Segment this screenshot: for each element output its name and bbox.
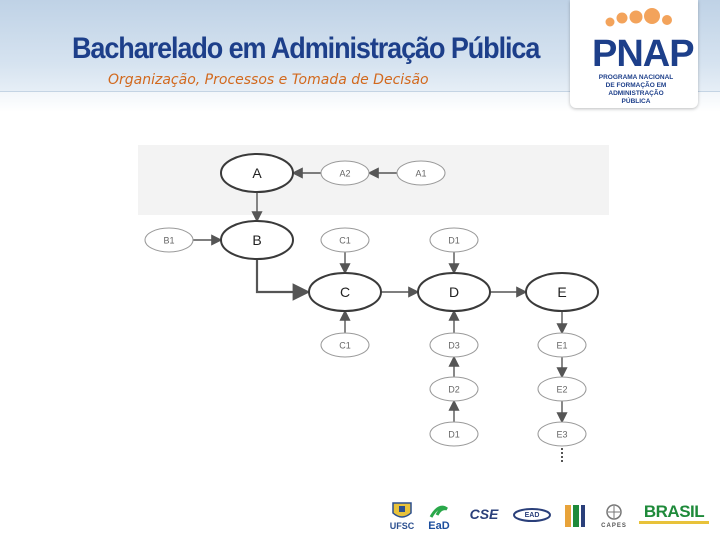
node-shape <box>429 227 479 253</box>
node-e2: E2 <box>537 376 587 402</box>
node-label: E3 <box>556 430 567 440</box>
brasil-logo: BRASIL <box>636 497 712 531</box>
course-title: Bacharelado em Administração Pública <box>72 32 540 65</box>
node-d1bot: D1 <box>429 421 479 447</box>
node-label: C1 <box>339 236 351 246</box>
node-label: D2 <box>448 385 460 395</box>
node-b1: B1 <box>144 227 194 253</box>
node-shape <box>220 153 294 193</box>
pnap-caption-line: DE FORMAÇÃO EM <box>605 82 667 89</box>
node-d1top: D1 <box>429 227 479 253</box>
ead-logo: EaD <box>422 497 456 532</box>
pnap-logo: PNAP PROGRAMA NACIONAL DE FORMAÇÃO EM AD… <box>570 0 698 108</box>
node-shape <box>537 421 587 447</box>
uab-logo-icon <box>565 505 585 527</box>
node-label: A1 <box>415 169 426 179</box>
node-a1: A1 <box>396 160 446 186</box>
ead-label: EaD <box>428 520 450 532</box>
node-a: A <box>220 153 294 193</box>
ead-swirl-icon <box>429 505 448 518</box>
node-d3: D3 <box>429 332 479 358</box>
ead-alt-oval-icon <box>513 508 551 522</box>
course-subtitle: Organização, Processos e Tomada de Decis… <box>108 72 429 88</box>
node-shape <box>320 227 370 253</box>
node-label: A <box>252 165 262 181</box>
brasil-stripe-icon <box>639 521 709 524</box>
ufsc-logo: UFSC <box>388 497 416 531</box>
node-e1: E1 <box>537 332 587 358</box>
brasil-label: BRASIL <box>643 502 705 521</box>
node-shape <box>537 332 587 358</box>
node-label: B <box>252 232 261 248</box>
node-label: D1 <box>448 236 460 246</box>
node-shape <box>320 160 370 186</box>
node-shape <box>429 332 479 358</box>
diagram-panel-shade <box>138 145 609 215</box>
node-label: D <box>449 284 459 300</box>
node-shape <box>308 272 382 312</box>
node-c1top: C1 <box>320 227 370 253</box>
node-shape <box>537 376 587 402</box>
node-label: C <box>340 284 350 300</box>
capes-logo: CAPES <box>596 497 632 531</box>
node-label: D1 <box>448 430 460 440</box>
node-shape <box>429 376 479 402</box>
node-shape <box>320 332 370 358</box>
capes-label: CAPES <box>601 523 627 529</box>
node-shape <box>525 272 599 312</box>
pnap-caption-line: ADMINISTRAÇÃO PÚBLICA <box>608 90 664 105</box>
node-label: E <box>557 284 566 300</box>
capes-emblem-icon <box>606 504 622 520</box>
node-b: B <box>220 220 294 260</box>
ead-alt-logo: EAD <box>510 497 554 531</box>
ead-alt-label: EAD <box>524 512 540 519</box>
ufsc-crest-icon <box>392 502 412 518</box>
pnap-logo-caption: PROGRAMA NACIONAL DE FORMAÇÃO EM ADMINIS… <box>596 74 676 106</box>
pnap-logo-word: PNAP <box>592 33 695 75</box>
uab-logo <box>560 497 590 531</box>
node-label: E1 <box>556 341 567 351</box>
node-label: C1 <box>339 341 351 351</box>
cse-logo: CSE <box>462 497 506 531</box>
node-d: D <box>417 272 491 312</box>
node-shape <box>417 272 491 312</box>
edge-B-C <box>255 259 311 301</box>
pnap-caption-line: PROGRAMA NACIONAL <box>598 74 674 81</box>
node-label: E2 <box>556 385 567 395</box>
node-e3: E3 <box>537 421 587 447</box>
node-shape <box>220 220 294 260</box>
footer-logos: UFSC EaD CSE EAD CAPES BRASIL <box>388 497 712 532</box>
node-e: E <box>525 272 599 312</box>
node-c: C <box>308 272 382 312</box>
cse-label: CSE <box>469 506 499 522</box>
node-shape <box>396 160 446 186</box>
node-c1bot: C1 <box>320 332 370 358</box>
node-label: D3 <box>448 341 460 351</box>
node-label: A2 <box>339 169 350 179</box>
pnap-logo-dots <box>605 8 672 27</box>
node-shape <box>144 227 194 253</box>
node-a2: A2 <box>320 160 370 186</box>
ufsc-label: UFSC <box>389 521 415 531</box>
node-shape <box>429 421 479 447</box>
node-d2: D2 <box>429 376 479 402</box>
node-label: B1 <box>163 236 174 246</box>
